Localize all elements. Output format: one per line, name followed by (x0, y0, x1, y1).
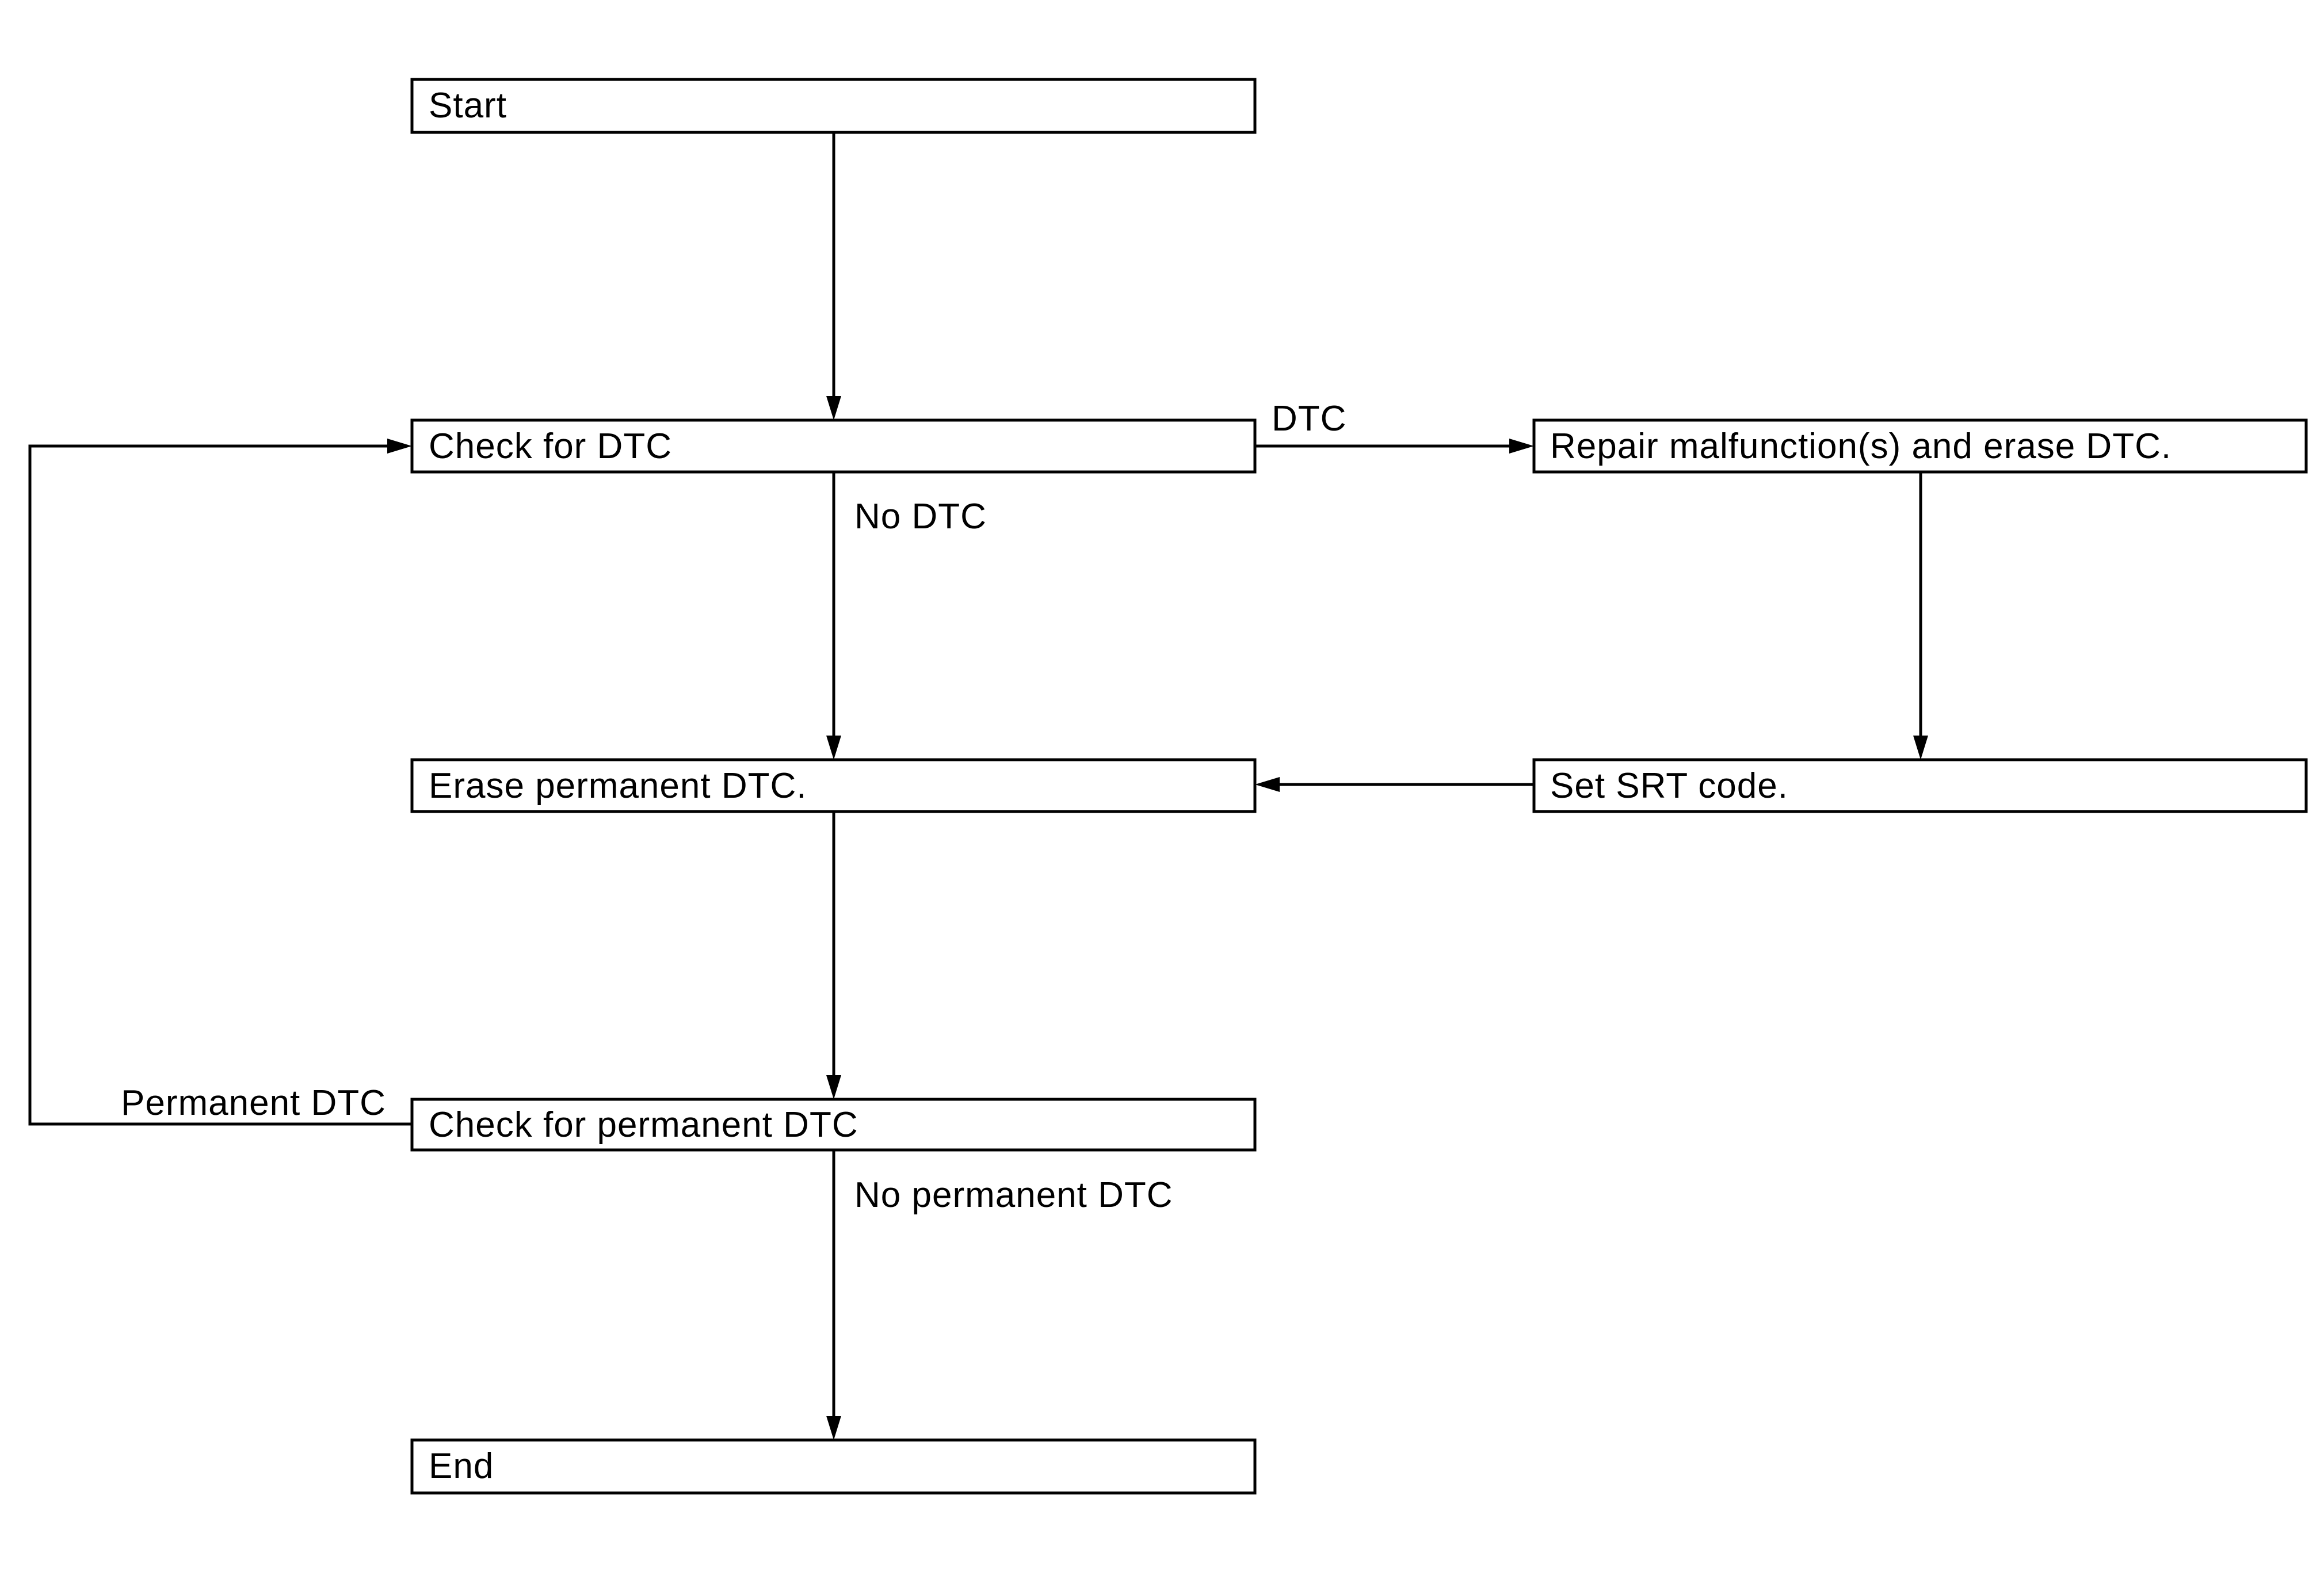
arrowhead-check-dtc-to-repair (1509, 439, 1534, 454)
edge-label-no-permanent-dtc: No permanent DTC (854, 1175, 1173, 1215)
node-repair: Repair malfunction(s) and erase DTC. (1532, 418, 2308, 474)
arrowhead-start-to-check-dtc (826, 396, 841, 420)
edge-label-no-dtc: No DTC (854, 497, 987, 536)
edge-label-dtc: DTC (1272, 399, 1346, 439)
node-end: End (410, 1438, 1257, 1495)
edges (28, 132, 1928, 1440)
arrowhead-set-srt-to-erase (1255, 777, 1280, 792)
arrowhead-erase-to-check-permanent (826, 1075, 841, 1099)
node-check-permanent-label: Check for permanent DTC (429, 1105, 858, 1145)
node-check-dtc-label: Check for DTC (429, 426, 672, 466)
node-set-srt-label: Set SRT code. (1550, 766, 1788, 806)
arrowhead-check-permanent-to-check-dtc (387, 439, 412, 454)
node-end-label: End (429, 1446, 494, 1486)
arrowhead-check-permanent-to-end (826, 1416, 841, 1440)
node-set-srt: Set SRT code. (1532, 758, 2308, 813)
edge-label-permanent-dtc: Permanent DTC (121, 1083, 386, 1123)
node-check-dtc: Check for DTC (410, 418, 1257, 474)
arrowhead-repair-to-set-srt (1913, 736, 1928, 760)
edge-labels: DTC No DTC Permanent DTC No permanent DT… (121, 399, 1346, 1215)
node-check-permanent: Check for permanent DTC (410, 1098, 1257, 1152)
node-repair-label: Repair malfunction(s) and erase DTC. (1550, 426, 2172, 466)
node-erase-permanent: Erase permanent DTC. (410, 758, 1257, 813)
node-erase-permanent-label: Erase permanent DTC. (429, 766, 807, 806)
arrowhead-check-dtc-to-erase (826, 736, 841, 760)
node-start: Start (410, 78, 1257, 134)
edge-check-permanent-to-check-dtc (28, 444, 412, 1126)
node-start-label: Start (429, 86, 507, 125)
